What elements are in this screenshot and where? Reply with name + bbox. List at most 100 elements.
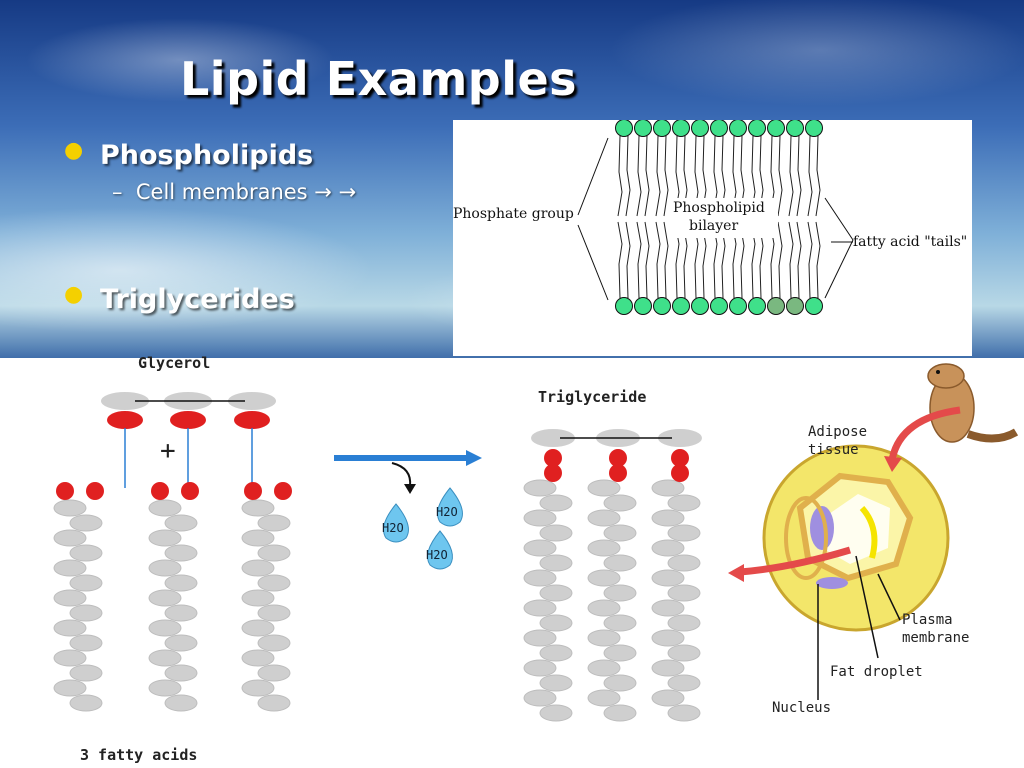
triglyceride-unit <box>603 584 637 602</box>
triglyceride-unit <box>651 509 685 527</box>
fatty-acid-unit <box>69 604 103 622</box>
oxygen-atom <box>671 449 689 467</box>
triglyceride-unit <box>667 644 701 662</box>
triglyceride-unit <box>603 614 637 632</box>
oxygen-atom <box>151 482 169 500</box>
triglyceride-unit <box>651 479 685 497</box>
triglyceride-unit <box>587 479 621 497</box>
bilayer-label-line2: bilayer <box>689 218 739 234</box>
fatty-acid-unit <box>69 574 103 592</box>
lipid-tail <box>625 135 631 217</box>
sub-bullet-cell-membranes: – Cell membranes → → <box>112 180 356 204</box>
oxygen-atom <box>181 482 199 500</box>
triglyceride-unit <box>539 704 573 722</box>
fatty-acid-unit <box>257 694 291 712</box>
dash-icon: – <box>112 180 136 204</box>
triglyceride-unit <box>523 539 557 557</box>
adipose-cell <box>762 444 950 632</box>
oxygen-atom <box>274 482 292 500</box>
triglyceride-diagram: H2O H2O H2O <box>53 363 1019 722</box>
triglyceride-unit <box>587 509 621 527</box>
water-drop <box>437 487 463 527</box>
triglyceride-unit <box>651 539 685 557</box>
fatty-acid-unit <box>148 499 182 517</box>
phosphate-head <box>710 119 728 137</box>
fat-droplet-label: Fat droplet <box>830 664 923 680</box>
fatty-acid-unit <box>241 499 275 517</box>
lipid-tail <box>796 135 802 217</box>
triglyceride-unit <box>523 659 557 677</box>
fatty-acid-unit <box>257 664 291 682</box>
adipose-label-line1: Adipose <box>808 424 868 440</box>
water-label: H2O <box>382 521 404 535</box>
fatty-acid-unit <box>148 649 182 667</box>
bullet-phospholipids: ● Phospholipids <box>64 138 314 171</box>
bullet-dot-icon: ● <box>64 282 84 307</box>
oxygen-atom <box>671 464 689 482</box>
fatty-acid-unit <box>53 499 87 517</box>
triglyceride-unit <box>539 554 573 572</box>
water-drop <box>383 503 409 543</box>
oxygen-atom <box>544 464 562 482</box>
water-label: H2O <box>426 548 448 562</box>
lipid-tail <box>815 221 821 299</box>
triglyceride-unit <box>587 569 621 587</box>
fatty-acid-unit <box>53 559 87 577</box>
lipid-tail <box>655 135 661 217</box>
triglyceride-unit <box>603 494 637 512</box>
phosphate-head <box>729 119 747 137</box>
triglyceride-unit <box>539 524 573 542</box>
phosphate-head <box>805 119 823 137</box>
fatty-acid-unit <box>241 679 275 697</box>
phosphate-head <box>786 119 804 137</box>
triglyceride-unit <box>603 674 637 692</box>
fatty-acid-tails-label: fatty acid "tails" <box>853 234 968 250</box>
phosphate-group-label: Phosphate group <box>453 206 574 222</box>
bilayer-figure: Phosphate group Phospholipid bilayer fat… <box>453 119 972 356</box>
phosphate-head <box>634 119 652 137</box>
phosphate-head <box>729 297 747 315</box>
bullet-label: Triglycerides <box>100 284 295 315</box>
gopher-illustration <box>927 363 1019 443</box>
triglyceride-formation-panel: H2O H2O H2O <box>0 354 1024 768</box>
triglyceride-unit <box>523 479 557 497</box>
triglyceride-unit <box>587 659 621 677</box>
phosphate-head <box>672 297 690 315</box>
fatty-acid-unit <box>257 574 291 592</box>
fatty-acid-unit <box>148 529 182 547</box>
triglyceride-unit <box>667 704 701 722</box>
water-label: H2O <box>436 505 458 519</box>
fatty-acid-unit <box>241 589 275 607</box>
phosphate-head <box>653 297 671 315</box>
lipid-tail <box>788 135 794 217</box>
bullet-label: Phospholipids <box>100 140 314 171</box>
triglyceride-unit <box>651 689 685 707</box>
lipid-tail <box>655 221 661 299</box>
triglyceride-unit <box>523 599 557 617</box>
phosphate-head <box>691 297 709 315</box>
glycerol-unit <box>658 429 702 447</box>
triglyceride-unit <box>667 554 701 572</box>
triglyceride-unit <box>603 524 637 542</box>
triglyceride-unit <box>523 629 557 647</box>
lipid-tail <box>807 221 813 299</box>
triglyceride-unit <box>523 569 557 587</box>
triglyceride-unit <box>523 689 557 707</box>
glycerol-unit <box>101 392 149 410</box>
oxygen-atom <box>544 449 562 467</box>
plus-sign: + <box>160 436 176 466</box>
triglyceride-unit <box>539 644 573 662</box>
lipid-tail <box>617 135 623 217</box>
triglyceride-unit <box>539 584 573 602</box>
phosphate-head <box>748 297 766 315</box>
oxygen-atom <box>86 482 104 500</box>
fatty-acid-unit <box>69 514 103 532</box>
fatty-acid-unit <box>241 559 275 577</box>
lipid-tail <box>636 135 642 217</box>
lipid-tail <box>625 221 631 299</box>
triglyceride-unit <box>587 689 621 707</box>
fatty-acid-unit <box>241 619 275 637</box>
fatty-acid-unit <box>69 634 103 652</box>
fatty-acid-unit <box>148 679 182 697</box>
phosphate-head <box>805 297 823 315</box>
